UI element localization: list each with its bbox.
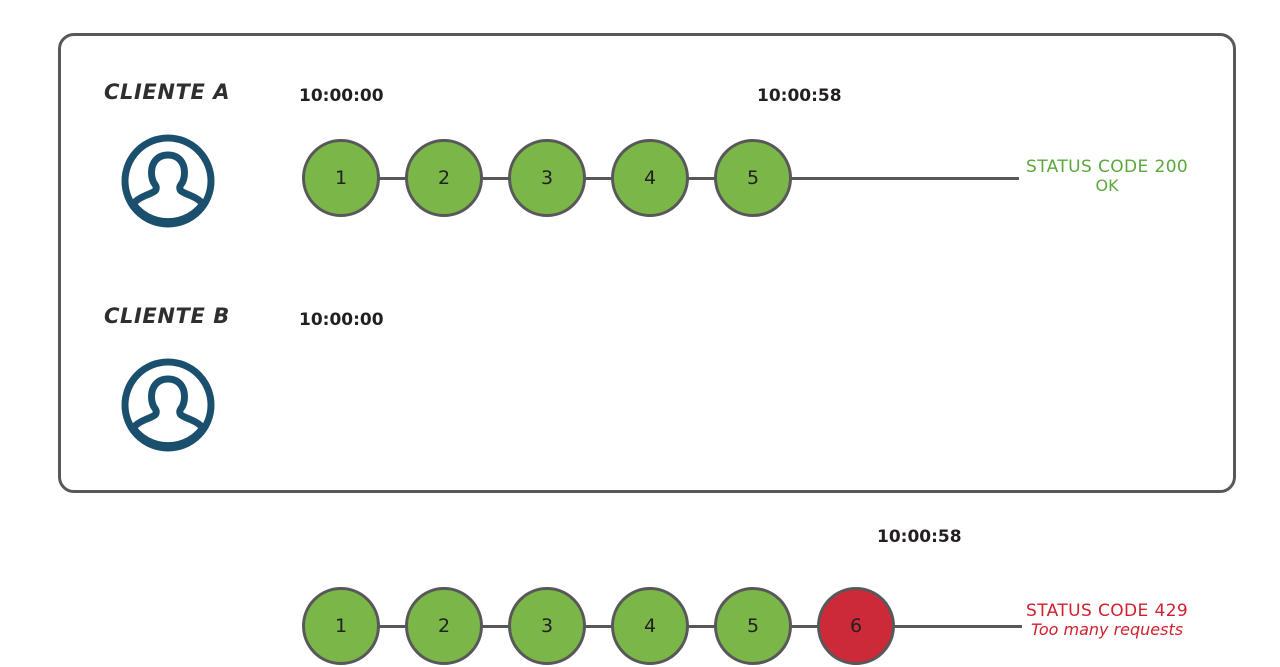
client-a-label: CLIENTE A bbox=[104, 80, 231, 104]
request-node[interactable]: 4 bbox=[611, 587, 689, 665]
user-avatar-icon bbox=[120, 133, 216, 229]
client-b-status-callout: STATUS CODE 429 Too many requests bbox=[1026, 601, 1188, 640]
request-node-rejected[interactable]: 6 bbox=[817, 587, 895, 665]
client-b-label: CLIENTE B bbox=[104, 304, 230, 328]
user-avatar-icon bbox=[120, 357, 216, 453]
request-node[interactable]: 4 bbox=[611, 139, 689, 217]
diagram-canvas: CLIENTE A 10:00:00 10:00:58 1 2 3 4 5 ST… bbox=[58, 33, 1236, 665]
request-node[interactable]: 2 bbox=[405, 587, 483, 665]
request-node[interactable]: 2 bbox=[405, 139, 483, 217]
client-a-end-time: 10:00:58 bbox=[757, 86, 842, 106]
request-node[interactable]: 3 bbox=[508, 587, 586, 665]
request-node[interactable]: 3 bbox=[508, 139, 586, 217]
client-b-end-time: 10:00:58 bbox=[877, 527, 962, 547]
client-a-start-time: 10:00:00 bbox=[299, 86, 384, 106]
request-node[interactable]: 5 bbox=[714, 587, 792, 665]
connector-tail bbox=[789, 177, 1019, 180]
request-node[interactable]: 1 bbox=[302, 587, 380, 665]
status-code-line: STATUS CODE 429 bbox=[1026, 601, 1189, 621]
diagram-frame bbox=[58, 33, 1236, 493]
status-code-line: STATUS CODE 200 bbox=[1026, 157, 1189, 177]
client-a-status-callout: STATUS CODE 200 OK bbox=[1026, 157, 1188, 196]
client-b-start-time: 10:00:00 bbox=[299, 310, 384, 330]
status-text-line: OK bbox=[1095, 176, 1119, 196]
request-node[interactable]: 1 bbox=[302, 139, 380, 217]
request-node[interactable]: 5 bbox=[714, 139, 792, 217]
status-text-line: Too many requests bbox=[1031, 620, 1184, 640]
connector-tail bbox=[892, 625, 1022, 628]
